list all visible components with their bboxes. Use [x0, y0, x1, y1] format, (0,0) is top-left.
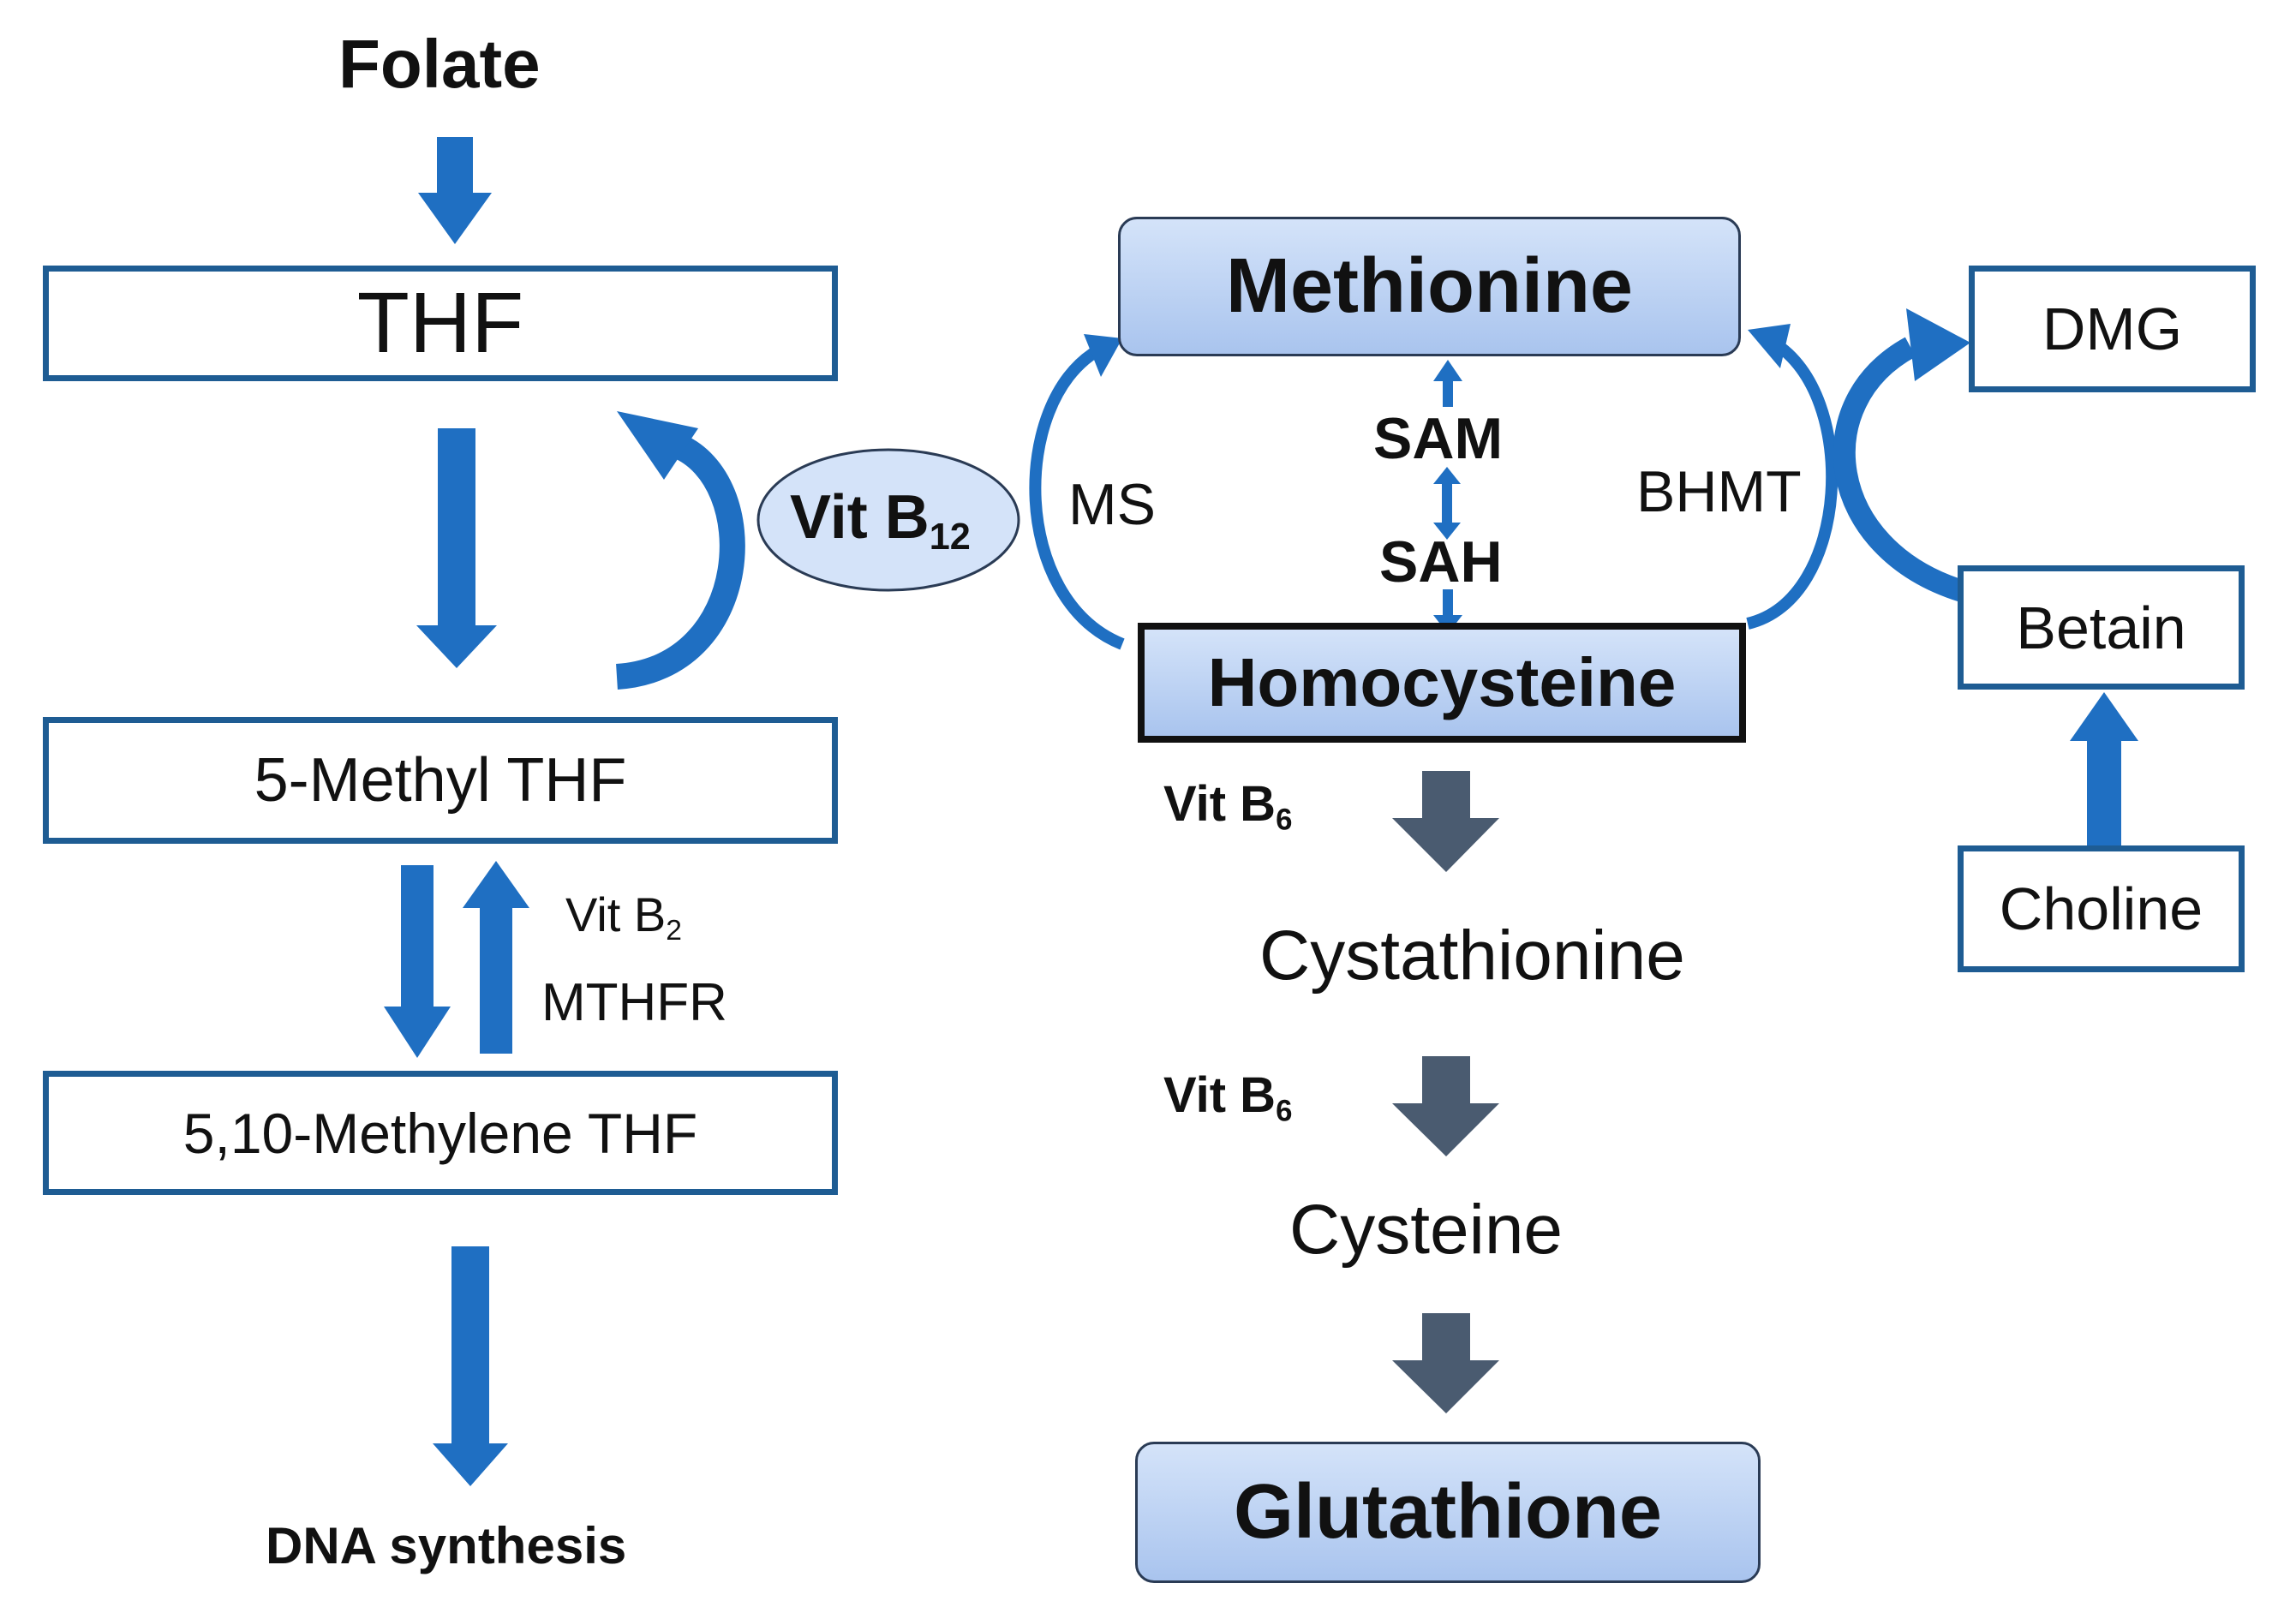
arrow-bhmt-homocysteine-to-methionine: [1746, 324, 1839, 630]
vit-b12-label: Vit B12: [790, 483, 971, 558]
bhmt-label: BHMT: [1636, 459, 1802, 524]
folate-label: Folate: [338, 26, 541, 102]
arrow-thf-to-methyl-thf: [416, 428, 497, 668]
arrow-methyl-thf-to-thf-curve: [615, 411, 745, 690]
arrow-ms-homocysteine-to-methionine: [1029, 334, 1125, 650]
thf-box: THF: [43, 266, 838, 381]
methylene-thf-label: 5,10-Methylene THF: [182, 1101, 698, 1165]
sam-label: SAM: [1373, 406, 1504, 471]
cysteine-label: Cysteine: [1289, 1191, 1564, 1269]
arrow-homocysteine-to-cystathionine: [1392, 771, 1499, 872]
arrow-cystathionine-to-cysteine: [1392, 1056, 1499, 1156]
thf-label: THF: [356, 275, 524, 371]
arrow-methylene-to-dna: [433, 1246, 508, 1486]
methionine-box: Methionine: [1118, 217, 1741, 356]
dna-synthesis-label: DNA synthesis: [266, 1517, 627, 1574]
arrow-sam-sah: [1433, 467, 1461, 540]
arrow-methylene-to-methyl: [463, 861, 529, 1054]
arrow-betain-to-dmg: [1833, 308, 1970, 602]
dmg-box: DMG: [1969, 266, 2256, 392]
arrow-choline-to-betain: [2070, 692, 2138, 848]
homocysteine-box: Homocysteine: [1138, 623, 1746, 743]
methylene-thf-box: 5,10-Methylene THF: [43, 1071, 838, 1195]
glutathione-box: Glutathione: [1135, 1442, 1761, 1583]
methyl-thf-box: 5-Methyl THF: [43, 717, 838, 844]
arrow-methyl-to-methylene: [384, 865, 451, 1058]
methyl-thf-label: 5-Methyl THF: [254, 746, 627, 815]
methionine-label: Methionine: [1226, 243, 1633, 329]
sah-label: SAH: [1379, 529, 1503, 594]
ms-label: MS: [1068, 472, 1156, 537]
homocysteine-label: Homocysteine: [1207, 644, 1677, 720]
mthfr-label: MTHFR: [541, 973, 727, 1032]
vit-b6-label-2: Vit B6: [1163, 1067, 1293, 1128]
cystathionine-label: Cystathionine: [1259, 917, 1685, 995]
choline-label: Choline: [1999, 875, 2203, 942]
vit-b2-label: Vit B2: [565, 887, 682, 947]
glutathione-label: Glutathione: [1234, 1469, 1662, 1555]
arrow-sam-to-methionine: [1433, 360, 1462, 407]
vit-b12-ellipse: [756, 448, 1020, 592]
vit-b6-label-1: Vit B6: [1163, 776, 1293, 837]
betain-label: Betain: [2016, 594, 2186, 661]
betain-box: Betain: [1958, 565, 2245, 690]
dmg-label: DMG: [2042, 296, 2183, 362]
choline-box: Choline: [1958, 845, 2245, 972]
arrow-folate-to-thf: [418, 137, 492, 244]
arrow-cysteine-to-glutathione: [1392, 1313, 1499, 1413]
